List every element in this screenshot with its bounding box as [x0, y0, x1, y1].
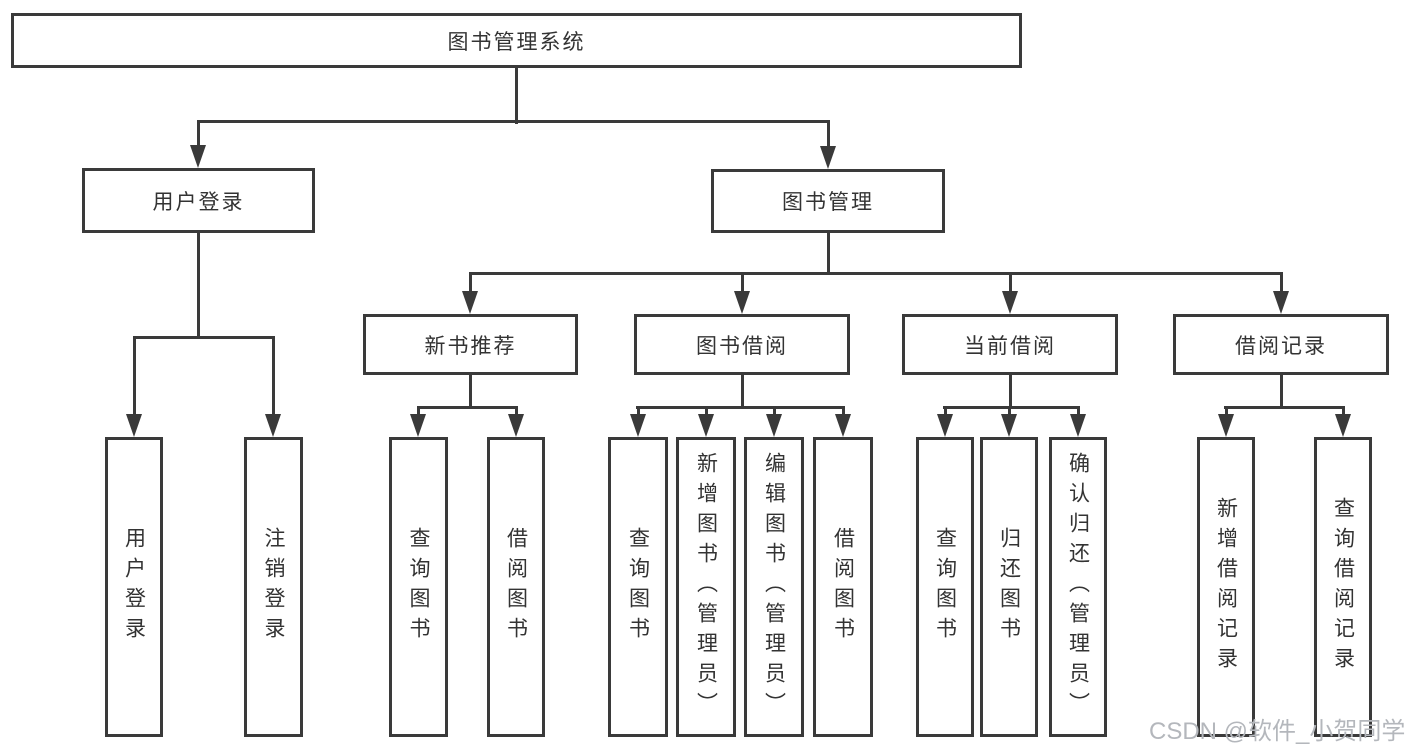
node-user-login: 用户登录: [82, 168, 315, 233]
connector-line: [469, 272, 1283, 275]
arrowhead-icon: [734, 291, 750, 314]
node-label: 新增借阅记录: [1214, 497, 1238, 677]
leaf-borrow-query-books: 查询图书: [608, 437, 668, 737]
connector-line: [417, 406, 420, 418]
arrowhead-icon: [937, 414, 953, 437]
connector-line: [272, 336, 275, 418]
connector-line: [417, 406, 518, 409]
connector-line: [705, 406, 708, 418]
leaf-current-return-books: 归还图书: [980, 437, 1038, 737]
node-label: 确认归还（管理员）: [1066, 452, 1090, 722]
arrowhead-icon: [1273, 291, 1289, 314]
node-label: 归还图书: [997, 527, 1021, 647]
leaf-user-login: 用户登录: [105, 437, 163, 737]
node-label: 新书推荐: [424, 334, 517, 358]
node-label: 图书借阅: [696, 334, 788, 358]
arrowhead-icon: [1218, 414, 1234, 437]
leaf-records-add-record: 新增借阅记录: [1197, 437, 1255, 737]
connector-line: [842, 406, 845, 418]
node-borrowing-records: 借阅记录: [1173, 314, 1389, 375]
connector-line: [741, 375, 744, 409]
connector-line: [133, 336, 275, 339]
arrowhead-icon: [462, 291, 478, 314]
node-new-book-recommendation: 新书推荐: [363, 314, 578, 375]
arrowhead-icon: [1070, 414, 1086, 437]
node-current-borrowing: 当前借阅: [902, 314, 1118, 375]
connector-line: [943, 406, 1080, 409]
node-label: 图书管理: [782, 191, 874, 214]
node-label: 借阅图书: [504, 527, 528, 647]
watermark: CSDN @软件_小贺同学: [1149, 718, 1405, 745]
arrowhead-icon: [126, 414, 142, 437]
connector-line: [741, 272, 744, 296]
leaf-borrow-edit-books-admin: 编辑图书（管理员）: [744, 437, 804, 737]
connector-line: [469, 375, 472, 409]
node-label: 图书管理系统: [447, 30, 586, 54]
leaf-borrow-borrow-books: 借阅图书: [813, 437, 873, 737]
connector-line: [1280, 272, 1283, 296]
arrowhead-icon: [190, 145, 206, 168]
connector-line: [1280, 375, 1283, 409]
arrowhead-icon: [1002, 291, 1018, 314]
arrowhead-icon: [766, 414, 782, 437]
node-book-management: 图书管理: [711, 169, 945, 233]
arrowhead-icon: [698, 414, 714, 437]
connector-line: [1224, 406, 1345, 409]
node-book-borrowing: 图书借阅: [634, 314, 850, 375]
connector-line: [197, 120, 200, 150]
leaf-current-query-books: 查询图书: [916, 437, 974, 737]
connector-line: [515, 68, 518, 124]
node-label: 新增图书（管理员）: [694, 452, 718, 722]
node-label: 编辑图书（管理员）: [762, 452, 786, 722]
arrowhead-icon: [630, 414, 646, 437]
leaf-newbook-borrow-books: 借阅图书: [487, 437, 545, 737]
connector-line: [1077, 406, 1080, 418]
connector-line: [1225, 406, 1228, 418]
node-library-system: 图书管理系统: [11, 13, 1022, 68]
node-label: 用户登录: [152, 190, 245, 214]
arrowhead-icon: [265, 414, 281, 437]
leaf-records-query-record: 查询借阅记录: [1314, 437, 1372, 737]
arrowhead-icon: [820, 146, 836, 169]
connector-line: [515, 406, 518, 418]
node-label: 注销登录: [262, 527, 285, 647]
arrowhead-icon: [1335, 414, 1351, 437]
leaf-current-confirm-return-admin: 确认归还（管理员）: [1049, 437, 1107, 737]
connector-line: [944, 406, 947, 418]
arrowhead-icon: [410, 414, 426, 437]
node-label: 查询图书: [933, 527, 957, 647]
connector-line: [1342, 406, 1345, 418]
node-label: 当前借阅: [964, 334, 1056, 358]
connector-line: [637, 406, 640, 418]
leaf-borrow-add-books-admin: 新增图书（管理员）: [676, 437, 736, 737]
connector-line: [636, 406, 845, 409]
leaf-newbook-query-books: 查询图书: [389, 437, 448, 737]
connector-line: [133, 336, 136, 418]
arrowhead-icon: [835, 414, 851, 437]
arrowhead-icon: [1001, 414, 1017, 437]
connector-line: [773, 406, 776, 418]
leaf-logout: 注销登录: [244, 437, 303, 737]
node-label: 借阅图书: [831, 527, 855, 647]
connector-line: [197, 120, 830, 123]
node-label: 借阅记录: [1235, 334, 1327, 358]
node-label: 查询借阅记录: [1331, 497, 1355, 677]
node-label: 用户登录: [122, 527, 146, 647]
connector-line: [827, 120, 830, 150]
connector-line: [1009, 375, 1012, 409]
node-label: 查询图书: [626, 527, 650, 647]
connector-line: [469, 272, 472, 296]
arrowhead-icon: [508, 414, 524, 437]
connector-line: [197, 233, 200, 339]
node-label: 查询图书: [407, 527, 430, 647]
connector-line: [1009, 272, 1012, 296]
connector-line: [1008, 406, 1011, 418]
connector-line: [827, 233, 830, 275]
